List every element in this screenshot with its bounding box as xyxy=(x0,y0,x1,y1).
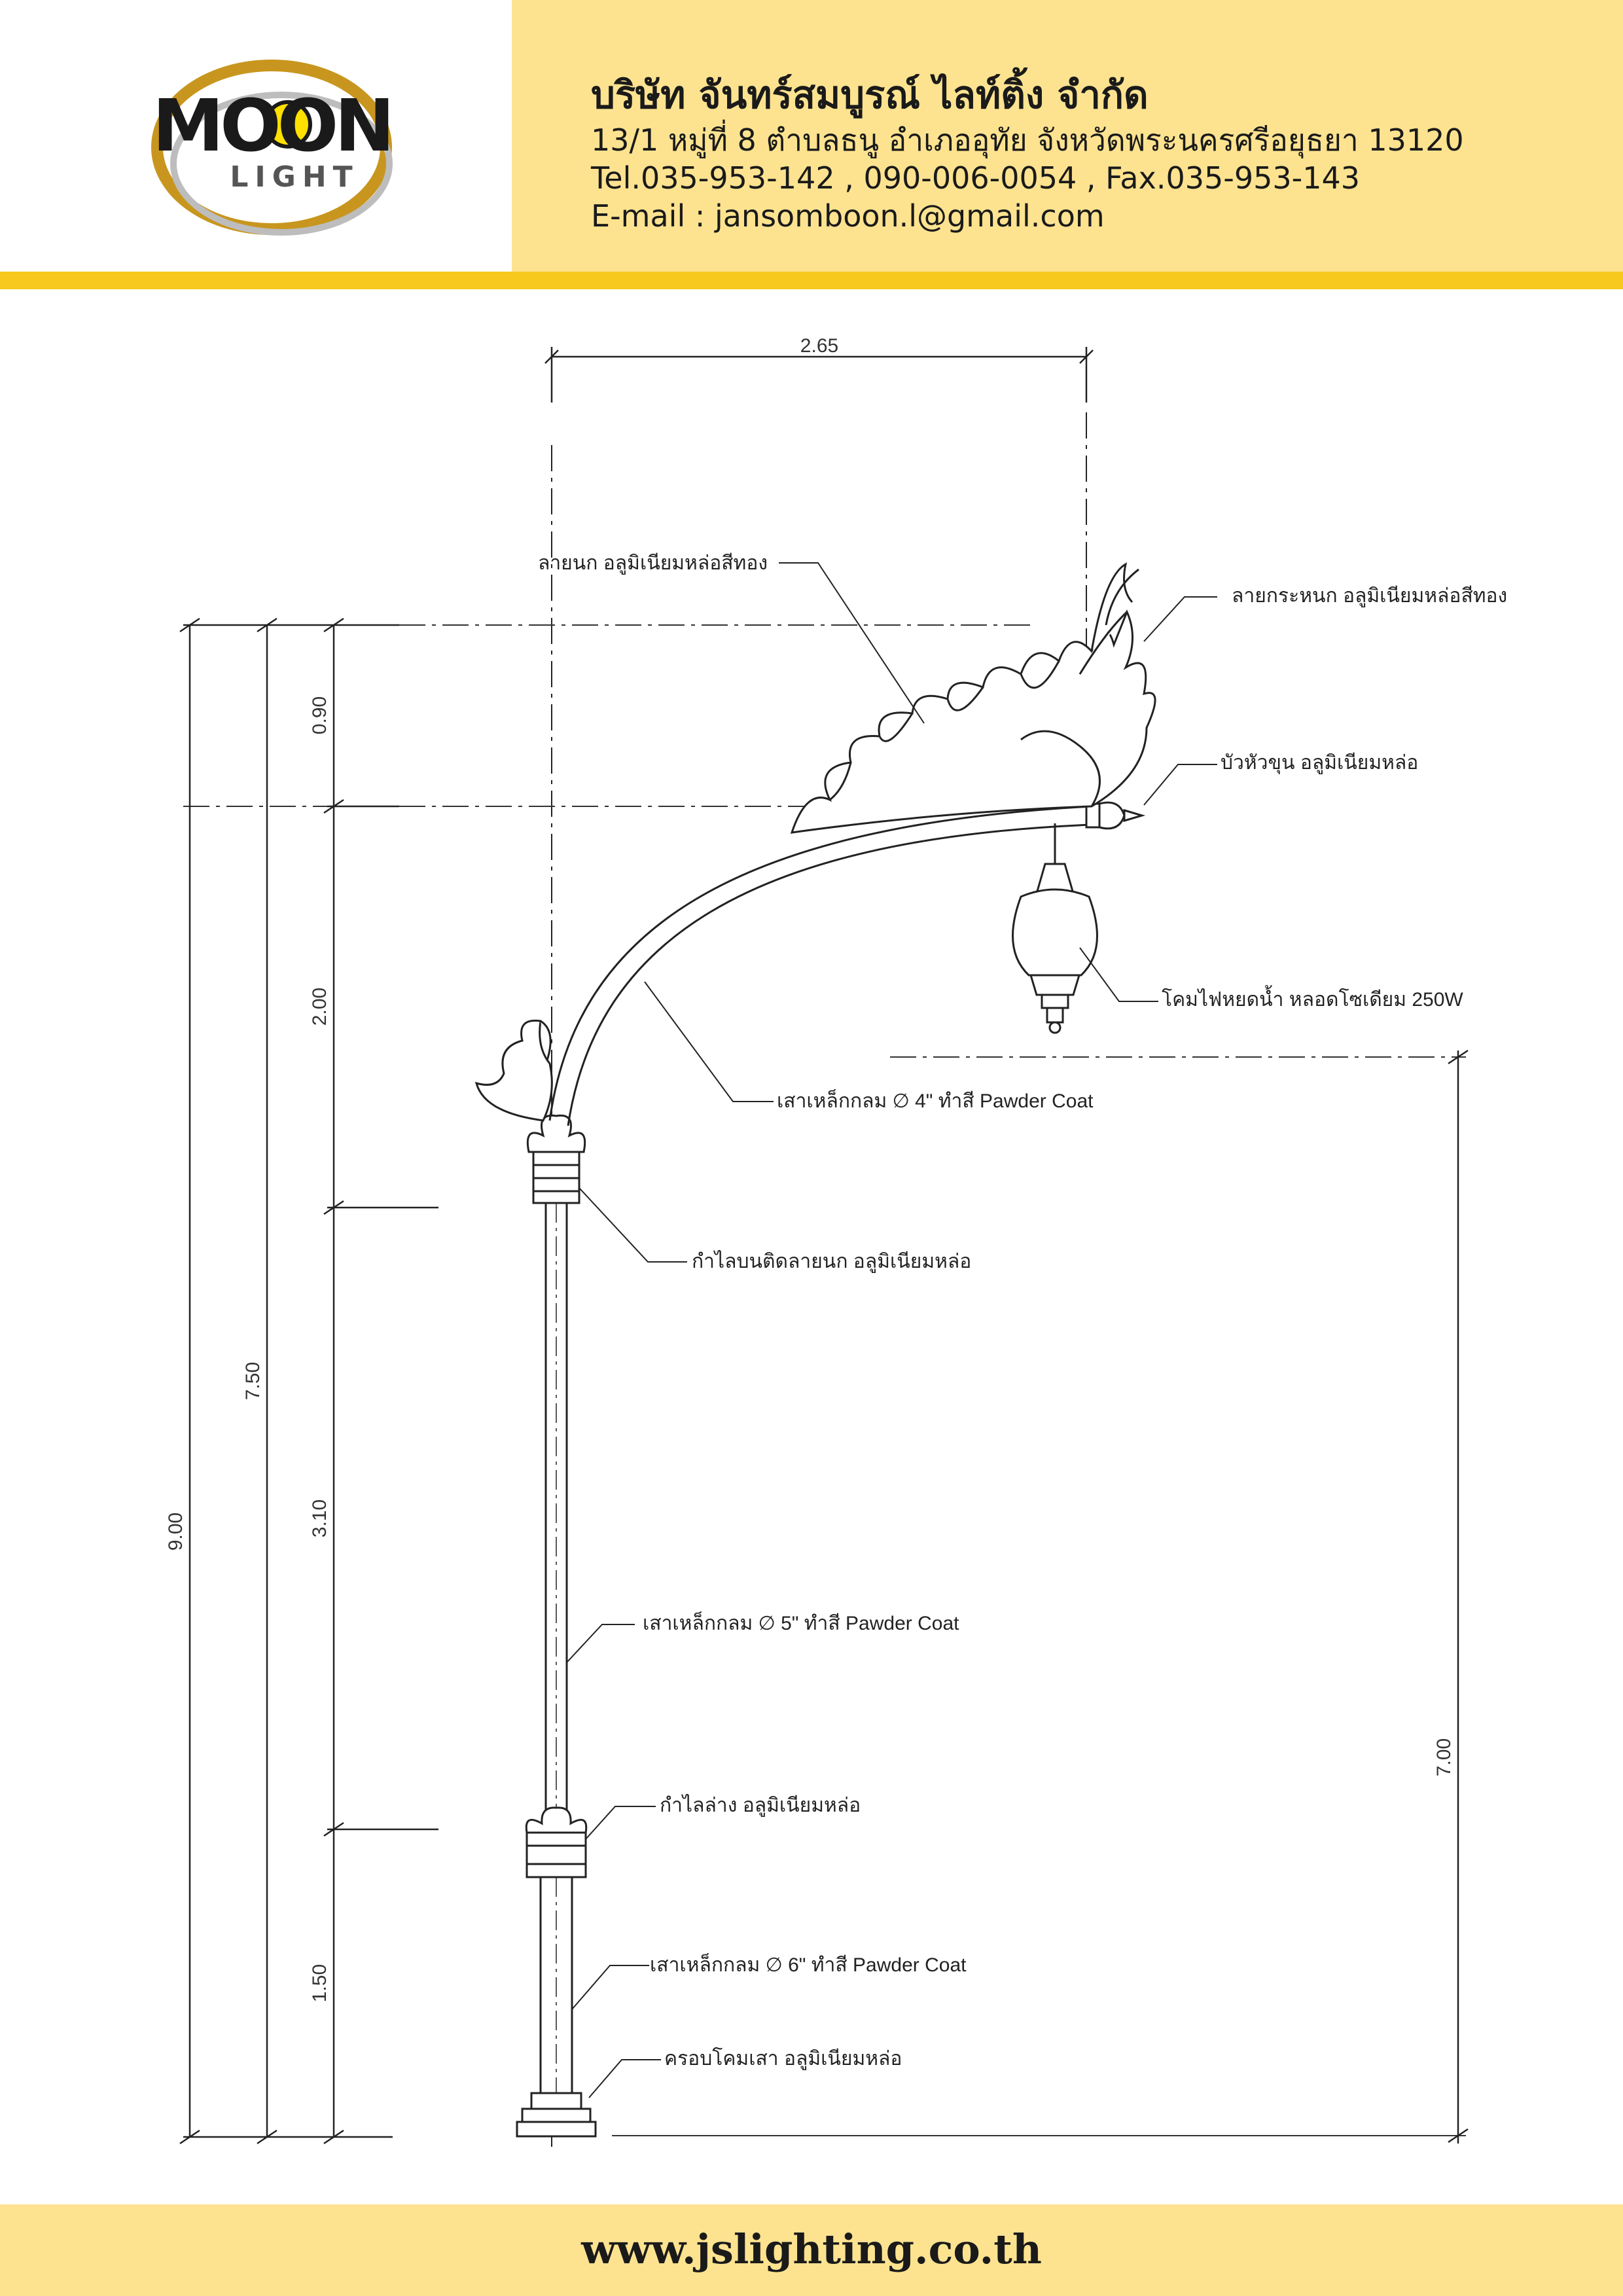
company-email: E-mail : jansomboon.l@gmail.com xyxy=(591,198,1105,234)
teardrop-lamp xyxy=(1012,823,1098,1034)
dim-lamp-height-label: 7.00 xyxy=(1433,1738,1455,1776)
dim-left-chains xyxy=(179,617,438,2145)
callout-base-cover: ครอบโคมเสา อลูมิเนียมหล่อ xyxy=(664,2047,902,2070)
dim-lamp-height xyxy=(1448,1049,1469,2144)
callout-bird-pattern: ลายนก อลูมิเนียมหล่อสีทอง xyxy=(538,552,768,575)
header-stripe xyxy=(0,272,1623,289)
pole-shaft xyxy=(539,1202,573,2094)
callout-pole-5: เสาเหล็กกลม ∅ 5" ทำสี Pawder Coat xyxy=(643,1611,959,1634)
callout-lamp: โคมไฟหยดน้ำ หลอดโซเดียม 250W xyxy=(1162,985,1463,1011)
page-footer xyxy=(0,2204,1623,2296)
callout-pole-4: เสาเหล็กกลม ∅ 4" ทำสี Pawder Coat xyxy=(777,1088,1094,1112)
company-name: บริษัท จันทร์สมบูรณ์ ไลท์ติ้ง จำกัด xyxy=(591,73,1149,117)
logo-bulb-icon xyxy=(264,100,312,149)
callout-upper-collar: กำไลบนติดลายนก อลูมิเนียมหล่อ xyxy=(692,1249,971,1273)
collar-flame-ornament xyxy=(474,1019,553,1122)
moon-light-logo: MOON LIGHT xyxy=(151,60,395,236)
dim-top-width xyxy=(544,347,1094,2147)
dim-top-width-label: 2.65 xyxy=(800,335,838,357)
base-cover xyxy=(516,2092,597,2138)
header-band xyxy=(512,0,1623,272)
pole-drawing: 2.65 9.00 7.50 0.90 2.00 3.10 1.50 7 xyxy=(165,335,1507,2147)
dim-seg-arm: 2.00 xyxy=(309,988,330,1026)
footer-website: www.jslighting.co.th xyxy=(581,2225,1042,2273)
lower-collar xyxy=(525,1806,588,1878)
callout-pole-6: เสาเหล็กกลม ∅ 6" ทำสี Pawder Coat xyxy=(650,1952,967,1976)
curved-arm xyxy=(548,805,1092,1126)
dim-total-height: 9.00 xyxy=(165,1513,187,1551)
callout-lower-collar: กำไลล่าง อลูมิเนียมหล่อ xyxy=(660,1793,861,1817)
company-phone: Tel.035-953-142 , 090-006-0054 , Fax.035… xyxy=(591,160,1361,196)
company-info: บริษัท จันทร์สมบูรณ์ ไลท์ติ้ง จำกัด 13/1… xyxy=(591,69,1464,235)
dim-arm-height: 7.50 xyxy=(242,1362,264,1400)
company-address: 13/1 หมู่ที่ 8 ตำบลธนู อำเภออุทัย จังหวั… xyxy=(591,122,1464,158)
callout-flame-pattern: ลายกระหนก อลูมิเนียมหล่อสีทอง xyxy=(1232,585,1507,607)
callout-lines xyxy=(566,562,1217,2098)
upper-collar xyxy=(526,1114,586,1204)
logo-word-top: MOON xyxy=(152,84,391,168)
logo-word-bottom: LIGHT xyxy=(230,160,359,194)
lotus-bud-finial xyxy=(1085,801,1146,830)
reference-lines xyxy=(183,624,1466,2136)
bird-ornament xyxy=(790,562,1156,834)
dim-seg-base: 1.50 xyxy=(309,1964,330,2002)
logo-grey-ring xyxy=(170,92,393,236)
dim-seg-middle: 3.10 xyxy=(309,1499,330,1537)
dim-seg-top: 0.90 xyxy=(309,696,330,734)
callout-lotus-bud: บัวหัวขุน อลูมิเนียมหล่อ xyxy=(1221,752,1418,775)
